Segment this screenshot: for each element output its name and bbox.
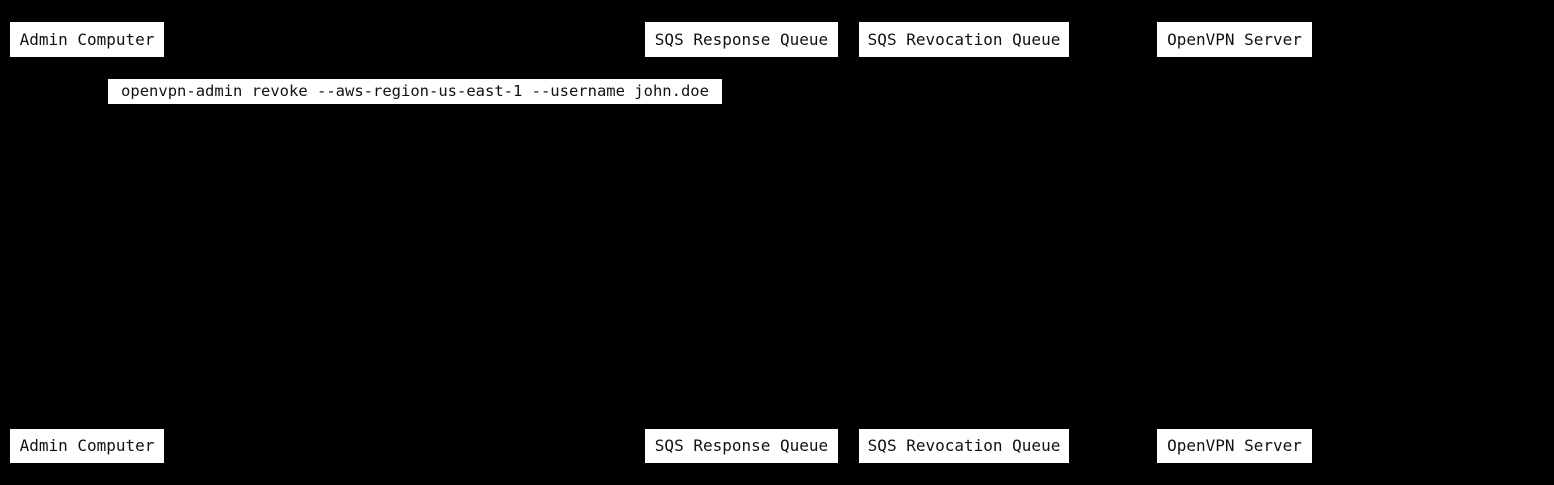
message-label-revoke-command: openvpn-admin revoke --aws-region-us-eas… bbox=[108, 79, 722, 104]
actor-box-sqs-revocation-queue-bottom: SQS Revocation Queue bbox=[859, 429, 1069, 463]
lifeline-admin-computer bbox=[87, 57, 88, 429]
actor-box-sqs-response-queue-top: SQS Response Queue bbox=[645, 22, 838, 57]
actor-box-sqs-response-queue-bottom: SQS Response Queue bbox=[645, 429, 838, 463]
actor-box-openvpn-server-bottom: OpenVPN Server bbox=[1157, 429, 1312, 463]
lifeline-sqs-response-queue bbox=[741, 57, 742, 429]
actor-box-sqs-revocation-queue-top: SQS Revocation Queue bbox=[859, 22, 1069, 57]
actor-box-admin-computer-bottom: Admin Computer bbox=[10, 429, 164, 463]
lifeline-openvpn-server bbox=[1234, 57, 1235, 429]
lifeline-sqs-revocation-queue bbox=[964, 57, 965, 429]
actor-box-admin-computer-top: Admin Computer bbox=[10, 22, 164, 57]
actor-box-openvpn-server-top: OpenVPN Server bbox=[1157, 22, 1312, 57]
message-arrow-revoke-command bbox=[87, 112, 741, 113]
